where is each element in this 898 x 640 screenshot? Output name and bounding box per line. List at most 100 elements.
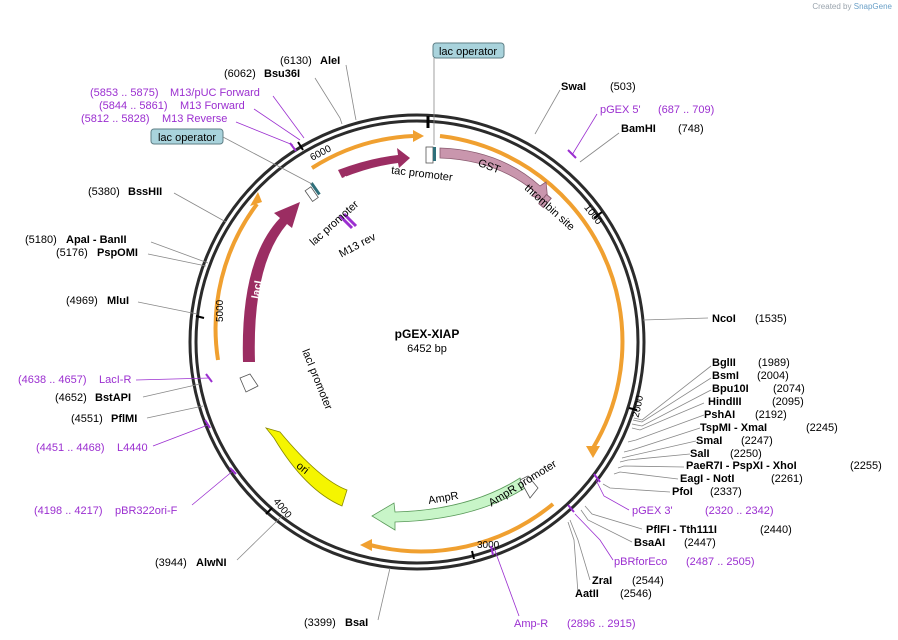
site-bpu10i-pos: (2074) xyxy=(773,383,805,395)
plasmid-name: pGEX-XIAP xyxy=(395,327,460,341)
site-tth111i-pos: (2440) xyxy=(760,524,792,536)
site-sali-pos: (2250) xyxy=(730,448,762,460)
lac-operator-mark-left xyxy=(310,182,321,196)
primer-l4440-name: L4440 xyxy=(117,442,148,454)
site-alei-pos: (6130) xyxy=(280,55,312,67)
primer-pbr322ori-f-pos: (4198 .. 4217) xyxy=(34,505,103,517)
primer-pgex5-pos: (687 .. 709) xyxy=(658,104,714,116)
leader-bstapi xyxy=(142,383,201,398)
site-bsu36i-name: Bsu36I xyxy=(264,68,300,80)
lacza-arrow xyxy=(338,148,410,178)
mark-pbr322ori-f xyxy=(229,467,237,475)
leader-pfoi xyxy=(602,483,671,493)
site-alwni-pos: (3944) xyxy=(155,557,187,569)
leader-xhoi xyxy=(617,465,685,469)
primer-pbrforeco-name: pBRforEco xyxy=(614,556,667,568)
site-apai-pos: (5180) xyxy=(25,234,57,246)
site-noti-name: EagI - NotI xyxy=(680,473,734,485)
site-aatii-name: AatII xyxy=(575,588,599,600)
mark-m13 xyxy=(289,142,297,152)
mark-pbrforeco xyxy=(567,504,575,513)
leader-pbrforeco xyxy=(574,513,614,561)
leader-sali xyxy=(619,453,691,463)
highlight-arcs xyxy=(213,134,625,554)
tick-label-5000: 5000 xyxy=(215,299,226,322)
leader-bpu10i xyxy=(631,389,712,427)
tac-promoter-box xyxy=(425,146,434,164)
primer-m13-fwd-pos: (5844 .. 5861) xyxy=(99,100,168,112)
leader-xmai xyxy=(623,427,701,453)
laci-arrow xyxy=(242,202,300,362)
leader-bsu36i xyxy=(314,77,343,125)
thrombin-site-box xyxy=(538,193,552,209)
primer-amp-r-pos: (2896 .. 2915) xyxy=(567,618,636,630)
primer-pbrforeco-pos: (2487 .. 2505) xyxy=(686,556,755,568)
leader-bsshii xyxy=(173,192,227,223)
leader-hindiii xyxy=(631,402,705,431)
snapgene-credit: Created by SnapGene xyxy=(812,2,892,11)
site-marks xyxy=(204,142,601,556)
credit-prefix: Created by xyxy=(812,2,852,11)
site-zrai-pos: (2544) xyxy=(632,575,664,587)
lac-operator-left-label: lac operator xyxy=(158,132,216,144)
arrowhead-left xyxy=(250,192,262,206)
scale-ticks xyxy=(195,141,638,560)
site-pspomi-pos: (5176) xyxy=(56,247,88,259)
site-bsshii-name: BssHII xyxy=(128,186,162,198)
right-site-leaders xyxy=(493,89,712,617)
leader-pshai xyxy=(627,414,705,443)
tick-5000 xyxy=(195,315,205,319)
site-hindiii-pos: (2095) xyxy=(772,396,804,408)
leader-zrai xyxy=(569,519,591,581)
arc-top-left xyxy=(310,134,414,170)
ori-label: ori xyxy=(294,460,311,477)
site-xhoi-pos: (2255) xyxy=(850,460,882,472)
primer-m13-rev-name: M13 Reverse xyxy=(162,113,227,125)
primer-pgex3-name: pGEX 3' xyxy=(632,505,673,517)
primer-amp-r-name: Amp-R xyxy=(514,618,548,630)
site-bglii-name: BglII xyxy=(712,357,736,369)
site-bglii-pos: (1989) xyxy=(758,357,790,369)
site-swai-pos: (503) xyxy=(610,81,636,93)
ampr-promoter-arrow xyxy=(519,475,539,499)
leader-smai xyxy=(621,440,697,459)
lac-promoter-box xyxy=(304,186,319,203)
site-bamhi-pos: (748) xyxy=(678,123,704,135)
site-bsaai-pos: (2447) xyxy=(684,537,716,549)
primer-m13-fwd-name: M13 Forward xyxy=(180,100,245,112)
primer-m13-puc-pos: (5853 .. 5875) xyxy=(90,87,159,99)
plasmid-length: 6452 bp xyxy=(407,343,447,355)
site-bsai-name: BsaI xyxy=(345,617,368,629)
arc-bottom xyxy=(369,502,555,554)
site-aatii-pos: (2546) xyxy=(620,588,652,600)
site-tth111i-name: PflFI - Tth111I xyxy=(646,524,717,536)
site-bsmi-name: BsmI xyxy=(712,370,739,382)
site-bsu36i-pos: (6062) xyxy=(224,68,256,80)
leader-amp-r xyxy=(493,547,520,617)
arc-arrowheads xyxy=(250,130,600,551)
leader-noti xyxy=(613,471,679,480)
m13-rev-label: M13 rev xyxy=(337,231,378,260)
site-bsaai-name: BsaAI xyxy=(634,537,665,549)
leader-pgex3 xyxy=(595,479,630,511)
site-pflmi-name: PflMI xyxy=(111,413,137,425)
arrowhead-right xyxy=(586,446,600,458)
leader-apai xyxy=(150,241,209,264)
site-mlui-pos: (4969) xyxy=(66,295,98,307)
m13-rev-primer xyxy=(338,212,358,230)
arrowhead-bottom xyxy=(360,539,372,551)
site-pshai-pos: (2192) xyxy=(755,409,787,421)
lac-operator-box-left xyxy=(150,128,224,145)
primer-pbr322ori-f-name: pBR322ori-F xyxy=(115,505,178,517)
leader-bglii xyxy=(633,365,712,421)
primer-l4440-pos: (4451 .. 4468) xyxy=(36,442,105,454)
site-xhoi-name: PaeR7I - PspXI - XhoI xyxy=(686,460,797,472)
site-ncoi-pos: (1535) xyxy=(755,313,787,325)
site-apai-name: ApaI - BanII xyxy=(66,234,127,246)
primer-pgex5-name: pGEX 5' xyxy=(600,104,641,116)
leader-bsaai xyxy=(580,509,633,543)
site-bstapi-name: BstAPI xyxy=(95,392,131,404)
site-pfoi-pos: (2337) xyxy=(710,486,742,498)
leader-m13-fwd xyxy=(253,108,301,141)
gst-arrow xyxy=(439,147,549,203)
